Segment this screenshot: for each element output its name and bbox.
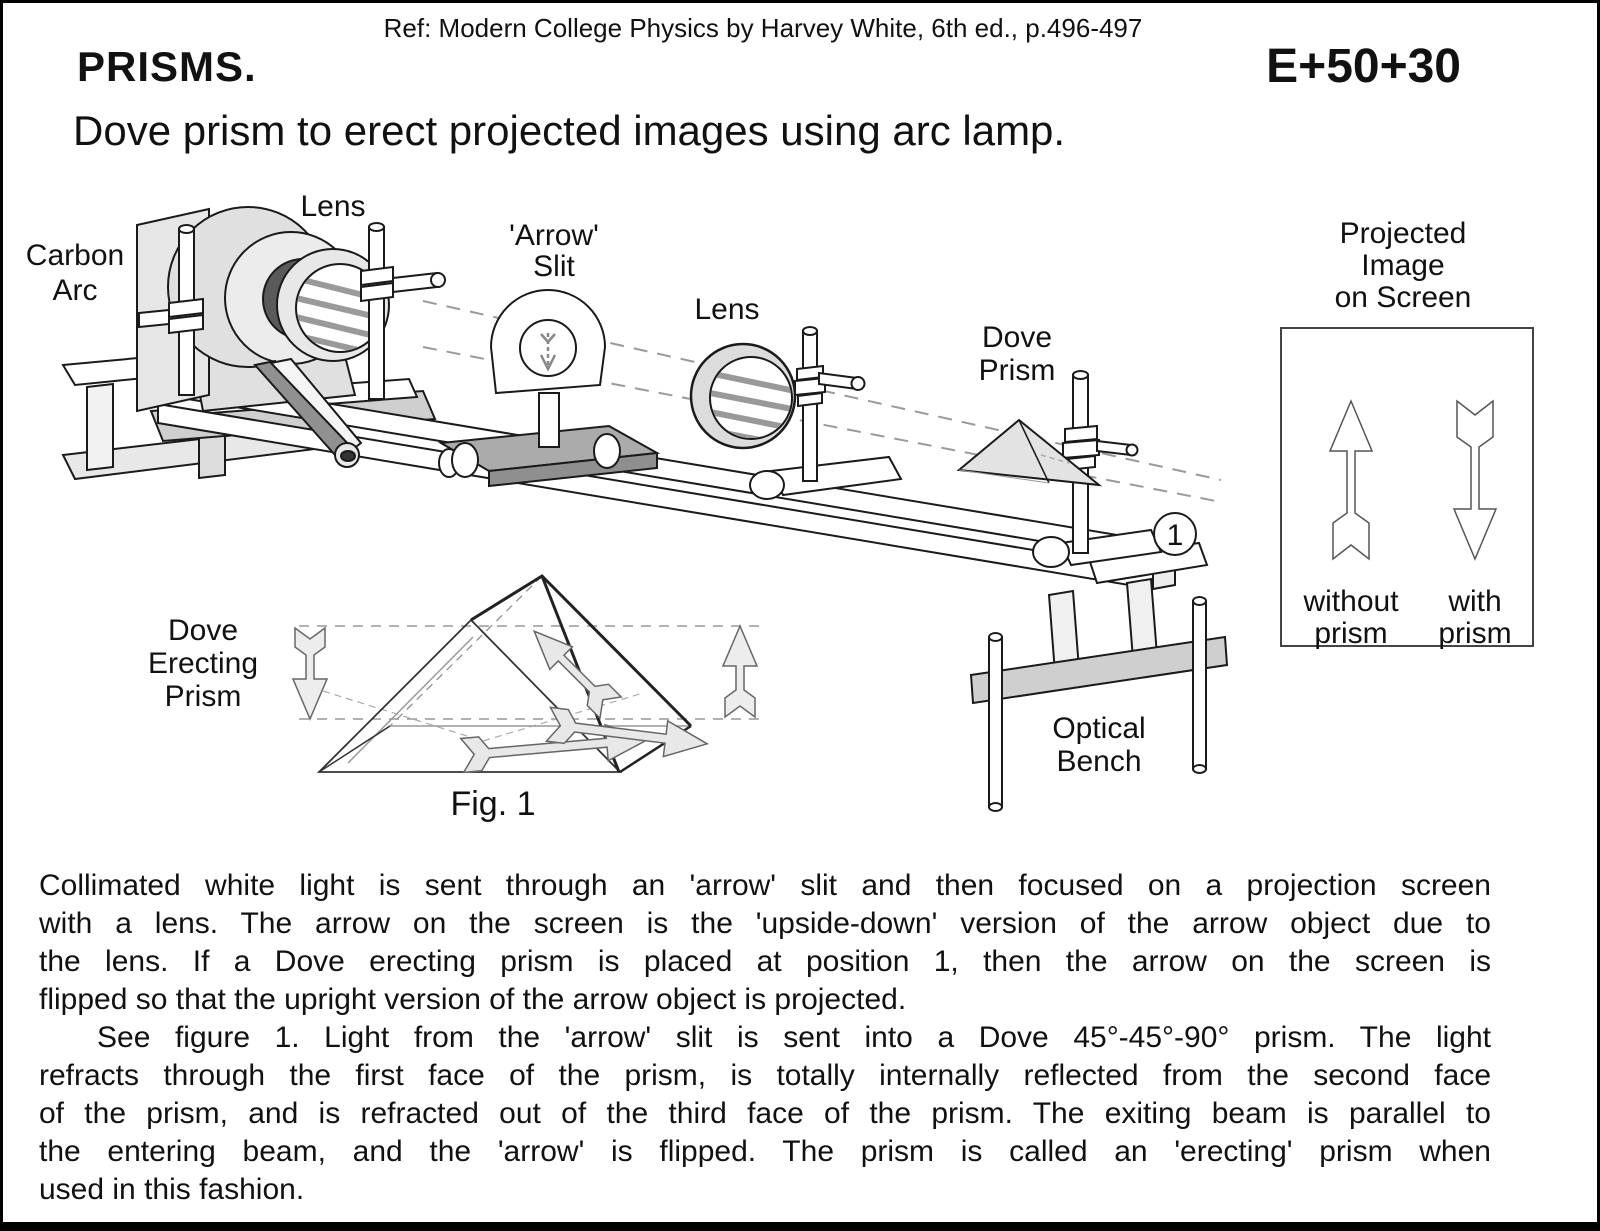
exiting-arrow-icon (721, 624, 759, 719)
carbon-arc-lamp (136, 206, 446, 468)
with-prism-label-line1: with (1447, 585, 1501, 618)
dove-erecting-prism-label-line3: Prism (165, 680, 242, 713)
lens1-label: Lens (300, 190, 365, 223)
projected-image-label-line2: Image (1361, 249, 1444, 282)
slit-arrow-icon (539, 333, 557, 372)
para1-line1: Collimated white light is sent through a… (39, 869, 1491, 902)
para1-line3: the lens. If a Dove erecting prism is pl… (39, 945, 1491, 978)
para1-line2: with a lens. The arrow on the screen is … (39, 907, 1491, 940)
optical-bench-label-line2: Bench (1056, 745, 1141, 778)
projected-image-label-line3: on Screen (1335, 281, 1472, 314)
demo-code: E+50+30 (1266, 40, 1461, 93)
entering-arrow-icon (291, 626, 329, 721)
with-prism-label-line2: prism (1438, 617, 1511, 650)
optical-bench-label-line1: Optical (1052, 712, 1145, 745)
up-arrow-icon (1328, 399, 1374, 561)
dove-prism-assembly (956, 370, 1163, 568)
internal-reflected-arrow-icon (532, 629, 623, 720)
projection-lens-assembly (689, 326, 903, 500)
figure-1-dove-prism: Dove Erecting Prism Fig. 1 (148, 574, 760, 823)
arrow-slit-label-line1: 'Arrow' (509, 219, 599, 252)
dove-prism-label-line2: Prism (979, 354, 1056, 387)
para2-line4: the entering beam, and the 'arrow' is fl… (39, 1135, 1491, 1168)
page-title: PRISMS. (77, 43, 257, 90)
position-1-marker: 1 (1153, 512, 1197, 556)
dove-erecting-prism-label-line1: Dove (168, 614, 238, 647)
projection-screen-box: without prism with prism (1280, 327, 1534, 650)
para1-line4: flipped so that the upright version of t… (39, 983, 907, 1016)
demo-description: Dove prism to erect projected images usi… (73, 107, 1066, 154)
dove-erecting-prism-label-line2: Erecting (148, 647, 258, 680)
projected-image-label-line1: Projected (1340, 217, 1467, 250)
dove-prism-label-line1: Dove (982, 321, 1052, 354)
para2-line5: used in this fashion. (39, 1173, 305, 1206)
arrow-slit-label-line2: Slit (533, 250, 575, 283)
lens2-label: Lens (694, 293, 759, 326)
para2-line3: of the prism, and is refracted out of th… (39, 1097, 1491, 1130)
down-arrow-icon (1452, 399, 1498, 561)
reference-line: Ref: Modern College Physics by Harvey Wh… (383, 13, 1143, 43)
position-1-label: 1 (1167, 519, 1184, 552)
without-prism-label-line2: prism (1314, 617, 1387, 650)
para2-line1: See figure 1. Light from the 'arrow' sli… (97, 1021, 1491, 1054)
carbon-arc-label-line2: Arc (53, 274, 98, 307)
base-arrow-icon-1 (459, 723, 651, 774)
carbon-arc-label-line1: Carbon (26, 239, 124, 272)
description-text: Collimated white light is sent through a… (39, 867, 1491, 1209)
figure-caption: Fig. 1 (450, 785, 535, 823)
without-prism-label-line1: without (1302, 585, 1399, 618)
base-arrow-icon-2 (544, 706, 710, 758)
para2-line2: refracts through the first face of the p… (39, 1059, 1491, 1092)
arrow-slit-assembly (437, 289, 661, 488)
apparatus-diagram: 1 without prism with prism Projected Ima… (26, 190, 1534, 823)
